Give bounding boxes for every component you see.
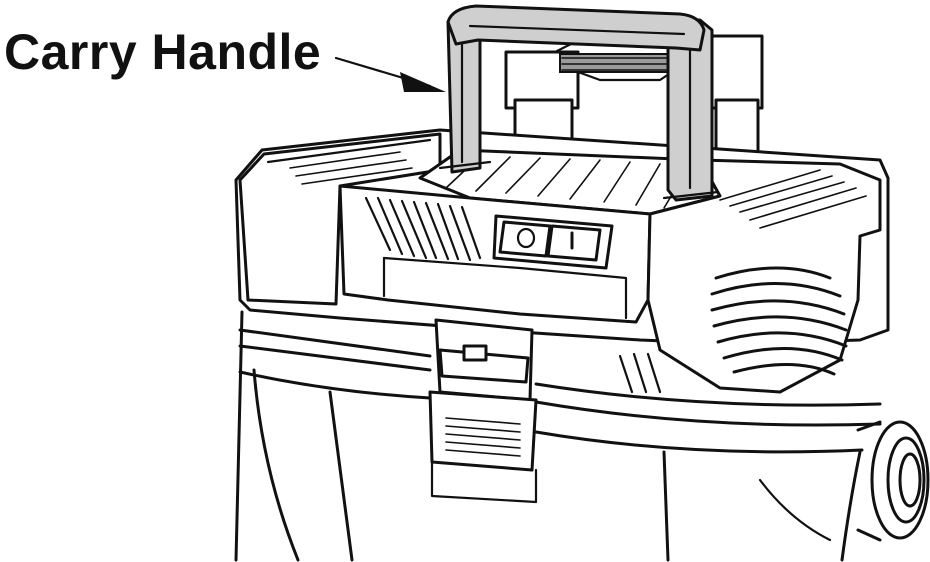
switch-off-symbol: O <box>519 228 520 229</box>
side-vent <box>710 266 848 376</box>
front-grille <box>364 196 482 262</box>
callout-arrow <box>334 56 446 92</box>
hose-inlet <box>856 420 930 542</box>
carry-handle-label: Carry Handle <box>4 24 322 80</box>
right-top-ribs <box>719 169 867 229</box>
power-switch[interactable] <box>492 214 614 270</box>
carry-handle[interactable] <box>438 4 720 202</box>
lid <box>234 128 930 542</box>
latch-grip-lines <box>445 417 521 457</box>
lid-latch[interactable] <box>428 318 538 504</box>
top-vent-ribs <box>445 155 689 209</box>
canister <box>234 310 882 562</box>
